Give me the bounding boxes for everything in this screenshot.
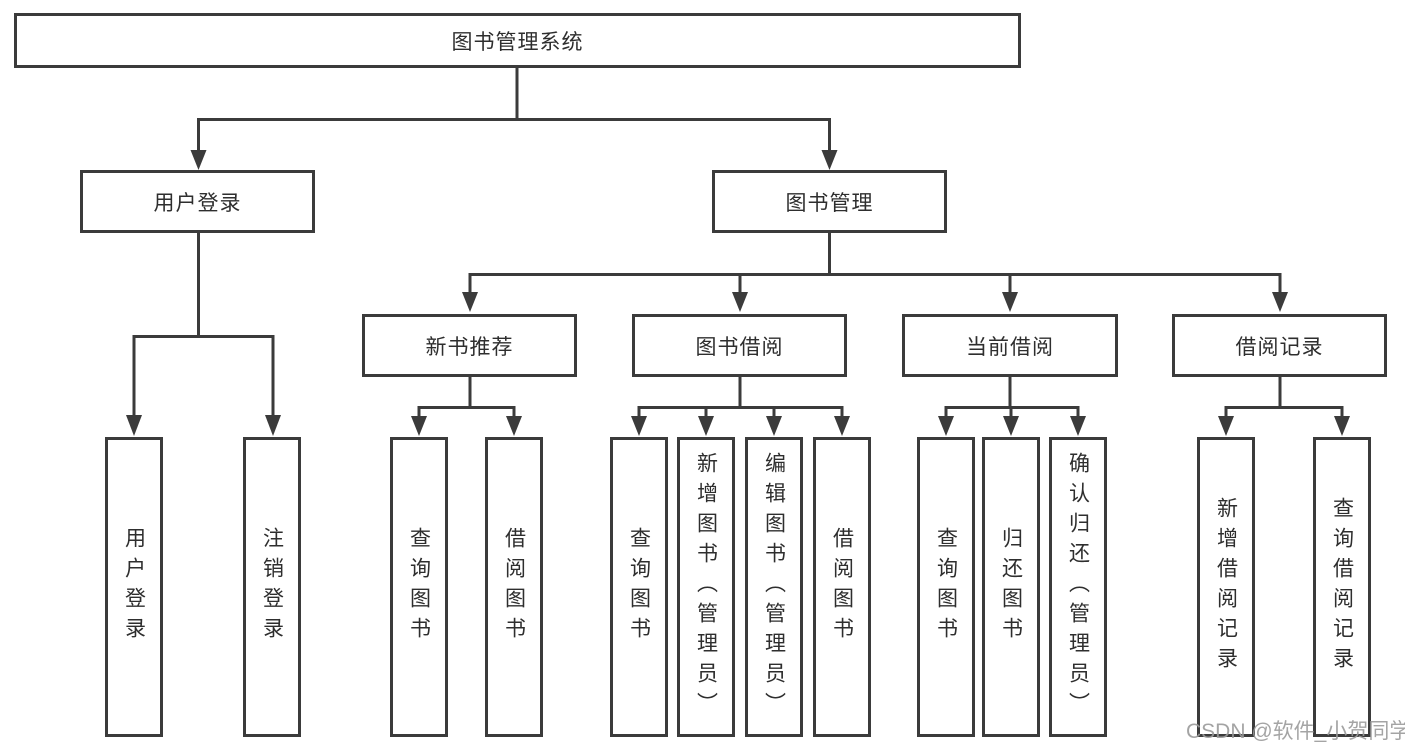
leaf-edit-books-admin: 编辑图书（管理员）	[745, 437, 803, 737]
node-root-system: 图书管理系统	[14, 13, 1021, 68]
node-new-book-recommend: 新书推荐	[362, 314, 577, 377]
node-label: 借阅记录	[1235, 335, 1324, 359]
node-current-borrow: 当前借阅	[902, 314, 1118, 377]
leaf-label: 查询借阅记录	[1330, 497, 1354, 677]
leaf-add-books-admin: 新增图书（管理员）	[677, 437, 735, 737]
leaf-query-borrow-record: 查询借阅记录	[1313, 437, 1371, 737]
leaf-user-login: 用户登录	[105, 437, 163, 737]
node-label: 新书推荐	[425, 335, 514, 359]
leaf-label: 用户登录	[122, 527, 146, 647]
leaf-label: 借阅图书	[830, 527, 854, 647]
csdn-watermark: CSDN @软件_小贺同学	[1186, 720, 1405, 743]
node-label: 图书管理	[785, 191, 874, 215]
node-book-management: 图书管理	[712, 170, 947, 233]
leaf-label: 编辑图书（管理员）	[762, 452, 786, 722]
leaf-logout: 注销登录	[243, 437, 301, 737]
node-label: 图书管理系统	[451, 30, 584, 54]
leaf-label: 查询图书	[407, 527, 431, 647]
node-user-login: 用户登录	[80, 170, 315, 233]
leaf-label: 查询图书	[627, 527, 651, 647]
leaf-borrow-books: 借阅图书	[813, 437, 871, 737]
leaf-query-books-recommend: 查询图书	[390, 437, 448, 737]
node-borrow-records: 借阅记录	[1172, 314, 1387, 377]
leaf-return-books: 归还图书	[982, 437, 1040, 737]
leaf-label: 确认归还（管理员）	[1066, 452, 1090, 722]
leaf-label: 新增图书（管理员）	[694, 452, 718, 722]
node-book-borrow: 图书借阅	[632, 314, 847, 377]
node-label: 当前借阅	[966, 335, 1054, 359]
node-label: 图书借阅	[695, 335, 784, 359]
leaf-label: 借阅图书	[502, 527, 526, 647]
leaf-query-books-borrow: 查询图书	[610, 437, 668, 737]
leaf-add-borrow-record: 新增借阅记录	[1197, 437, 1255, 737]
leaf-label: 归还图书	[999, 527, 1023, 647]
leaf-label: 新增借阅记录	[1214, 497, 1238, 677]
leaf-query-books-current: 查询图书	[917, 437, 975, 737]
leaf-label: 查询图书	[934, 527, 958, 647]
leaf-borrow-books-recommend: 借阅图书	[485, 437, 543, 737]
node-label: 用户登录	[153, 191, 242, 215]
leaf-confirm-return-admin: 确认归还（管理员）	[1049, 437, 1107, 737]
leaf-label: 注销登录	[260, 527, 284, 647]
